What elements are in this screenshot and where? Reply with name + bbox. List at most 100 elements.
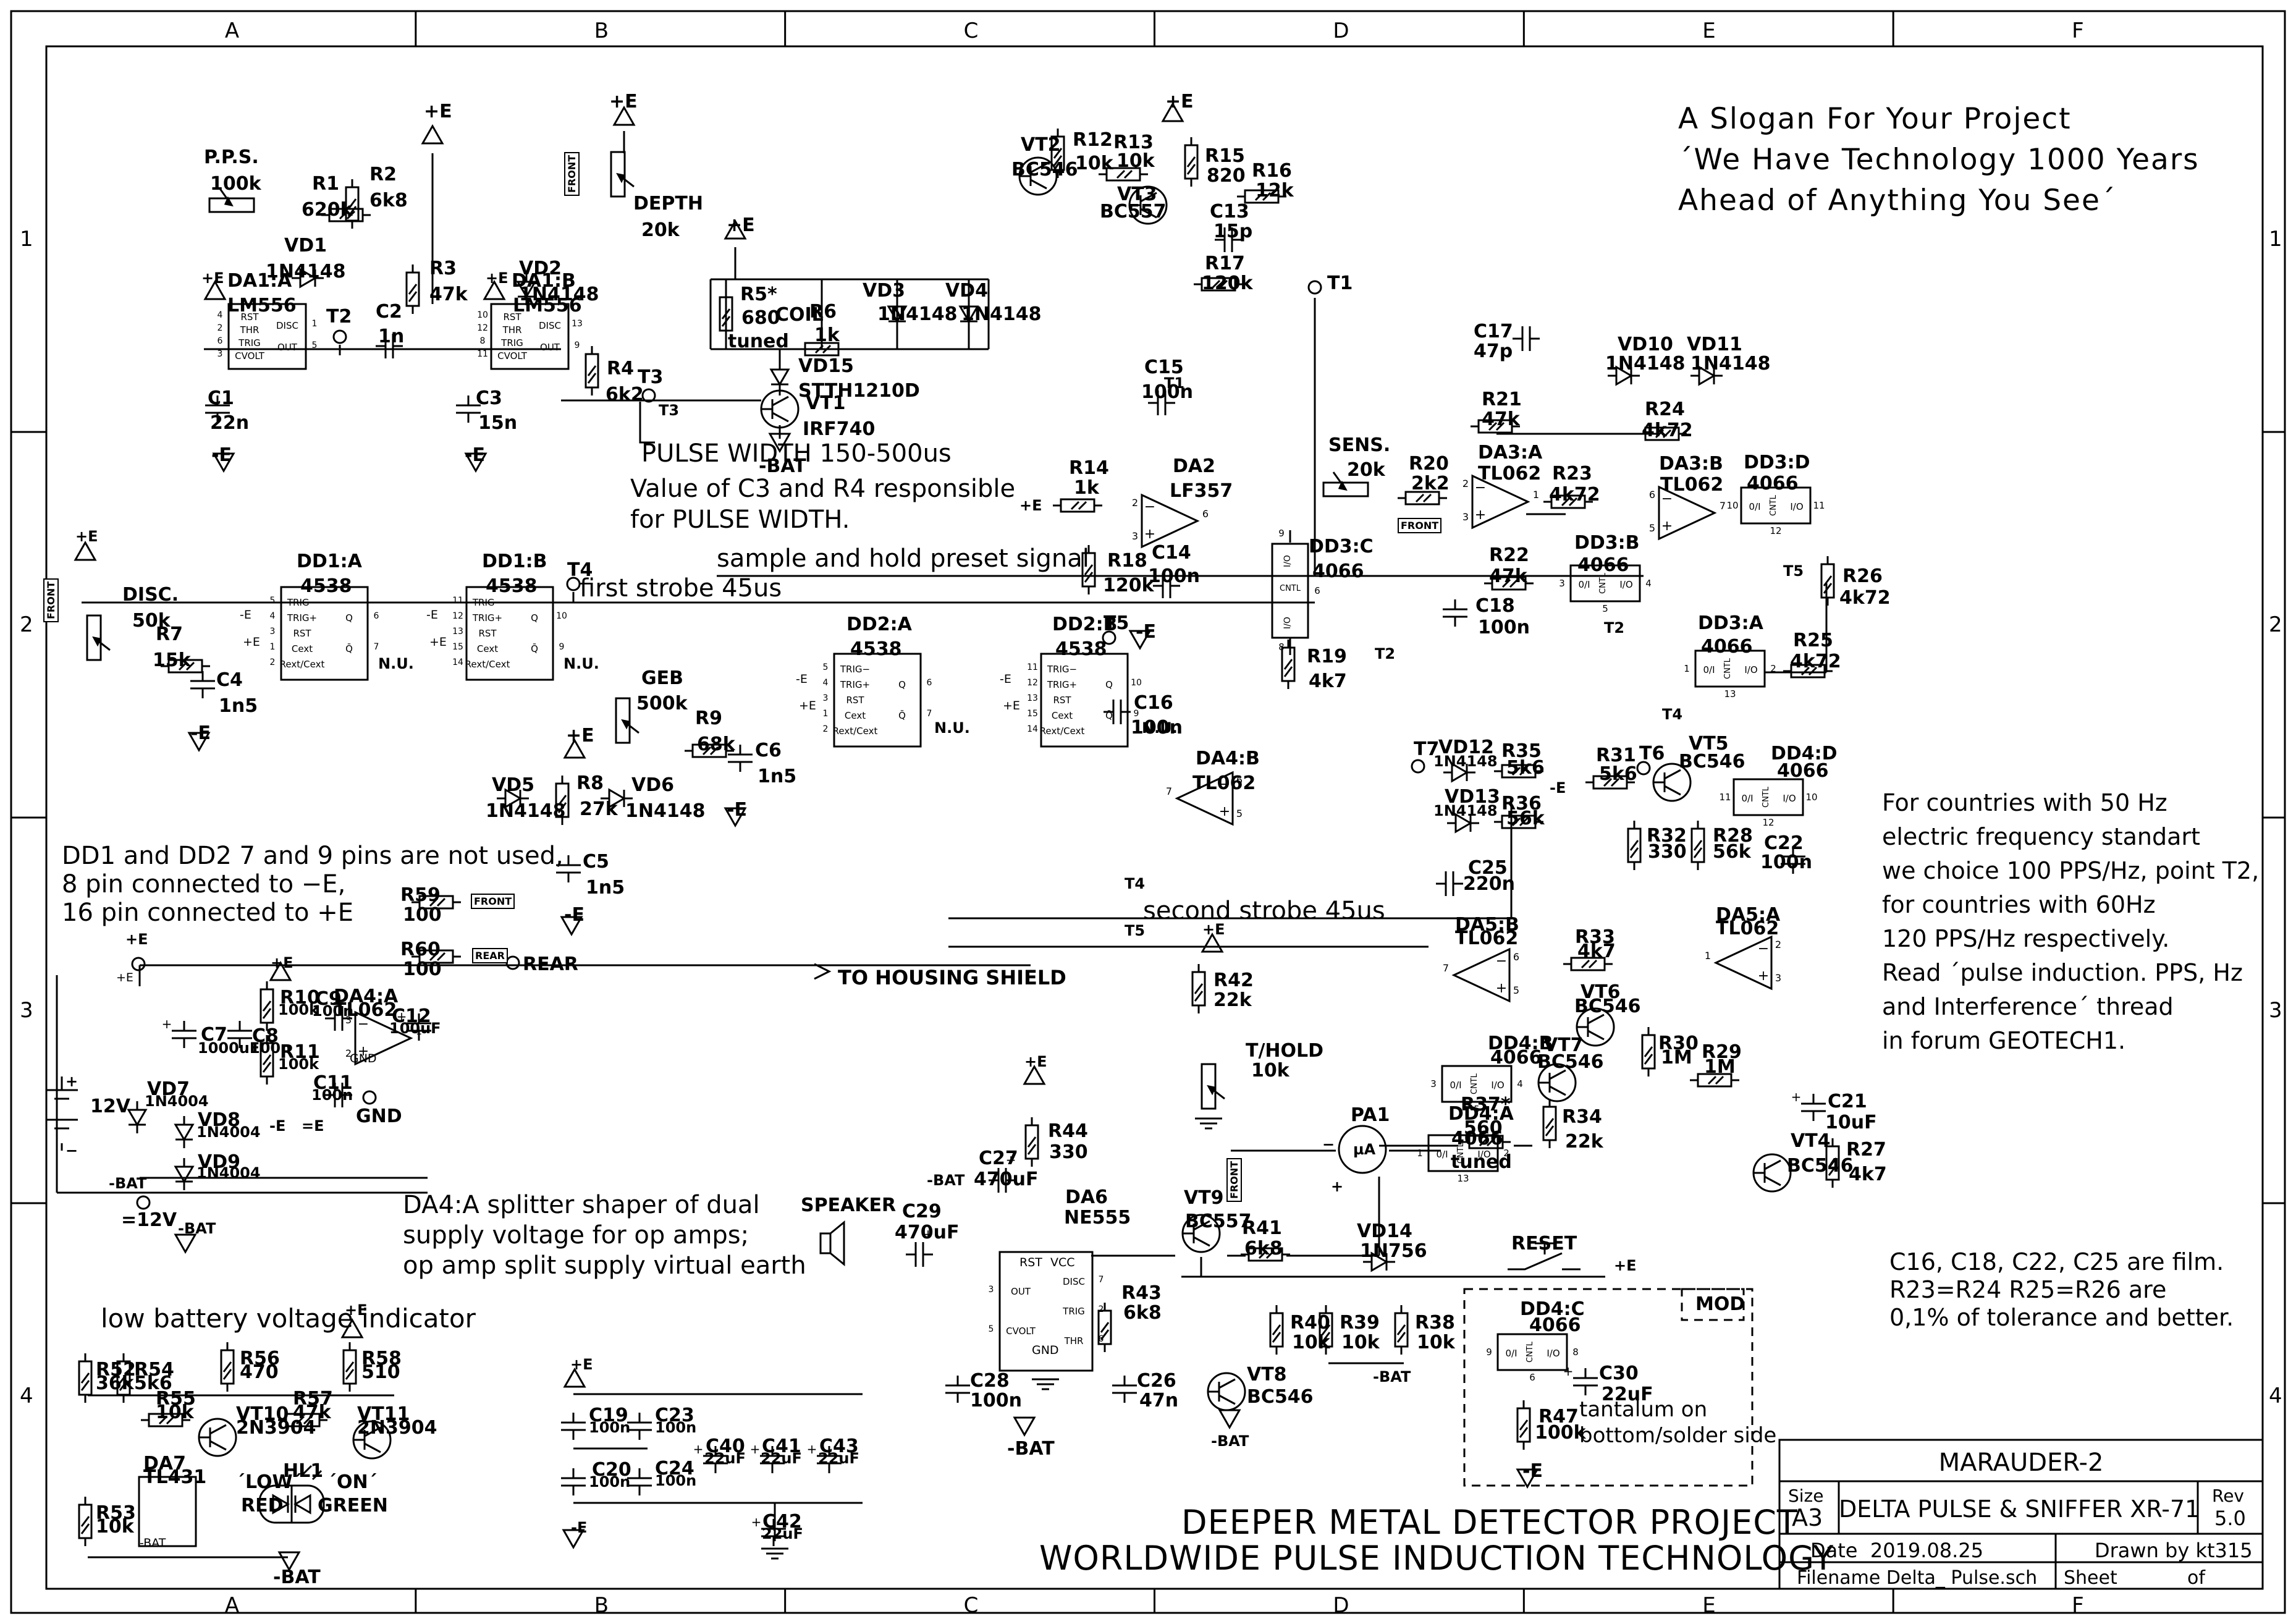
- svg-text:9: 9: [559, 642, 565, 652]
- component-label: 100n: [311, 1086, 353, 1104]
- component-label: 4k7: [1309, 670, 1347, 692]
- svg-text:TRIG−: TRIG−: [472, 597, 502, 608]
- component-label: +E: [609, 91, 638, 112]
- zone-row-2: 2: [20, 612, 33, 637]
- potentiometer: [610, 151, 626, 198]
- svg-text:I/O: I/O: [1783, 793, 1796, 804]
- component-label: 1N4148: [1690, 353, 1771, 374]
- component-label: 47k: [1482, 408, 1520, 430]
- annotation-note-5: second strobe 45us: [1143, 897, 1385, 925]
- svg-text:RST: RST: [293, 628, 311, 639]
- component-label: DA6: [1065, 1186, 1108, 1208]
- component-label: R53: [96, 1502, 136, 1524]
- svg-text:TRIG+: TRIG+: [472, 612, 502, 624]
- component-label: 10k: [1292, 1332, 1330, 1353]
- component-label: 330: [1648, 841, 1687, 863]
- svg-text:10: 10: [1805, 792, 1817, 803]
- switch-box: [1496, 1333, 1568, 1371]
- svg-text:+: +: [358, 1044, 369, 1059]
- ic-box: [998, 1251, 1094, 1372]
- title-block-rev-label: Rev: [2212, 1486, 2244, 1506]
- component-label: 1k: [1074, 477, 1099, 499]
- component-label: NE555: [1064, 1207, 1131, 1229]
- svg-text:+: +: [162, 1017, 172, 1031]
- svg-text:+: +: [750, 1442, 761, 1457]
- component-label: -E: [1522, 1460, 1543, 1482]
- svg-text:2: 2: [270, 658, 276, 667]
- component-label: VD9: [198, 1151, 240, 1173]
- component-label: VT9: [1184, 1187, 1224, 1209]
- component-label: R36: [1501, 793, 1542, 814]
- component-label: R34: [1562, 1106, 1602, 1128]
- component-label: N.U.: [378, 655, 414, 672]
- component-label: C14: [1152, 542, 1191, 564]
- component-label: 100k: [278, 1001, 319, 1018]
- component-label: 10uF: [1825, 1112, 1877, 1133]
- zone-row-1-right: 1: [2269, 227, 2282, 252]
- svg-text:Rext/Cext: Rext/Cext: [1040, 725, 1085, 737]
- power-down-symbol: [560, 916, 583, 937]
- svg-text:7: 7: [1720, 500, 1726, 512]
- svg-text:2: 2: [1503, 1148, 1509, 1159]
- title-block-size-label: Size: [1788, 1486, 1824, 1506]
- component-label: 1N4148: [519, 284, 599, 305]
- power-up-symbol: [203, 279, 227, 300]
- component-label: 1M: [1704, 1056, 1736, 1078]
- svg-text:5: 5: [270, 596, 276, 606]
- svg-text:11: 11: [1027, 662, 1038, 672]
- annotation-note-6: DD1 and DD2 7 and 9 pins are not used, 8…: [62, 842, 563, 927]
- component-label: -E: [190, 722, 211, 744]
- svg-text:CNTL: CNTL: [1723, 658, 1733, 679]
- component-label: R28: [1713, 825, 1753, 847]
- svg-text:RST: RST: [1053, 695, 1071, 706]
- component-label: 10k: [1251, 1060, 1289, 1081]
- svg-text:TRIG+: TRIG+: [840, 679, 870, 690]
- title-block-sheet-label: Sheet: [2064, 1567, 2117, 1589]
- component-label: 6k8: [369, 190, 408, 211]
- component-label: R6: [809, 301, 837, 323]
- component-label: MOD: [1695, 1293, 1745, 1315]
- component-label: 120k: [1103, 575, 1154, 596]
- svg-text:4: 4: [1517, 1078, 1523, 1089]
- svg-text:1: 1: [1684, 663, 1690, 674]
- component-label: GND: [1032, 1343, 1059, 1357]
- component-label: +E: [1019, 497, 1042, 514]
- zone-col-A-bottom: A: [224, 1593, 240, 1618]
- component-label: 47k: [1489, 565, 1527, 587]
- opamp: [1175, 771, 1234, 826]
- component-label: T5: [1125, 922, 1146, 939]
- svg-text:6: 6: [1513, 951, 1519, 963]
- component-label: DD3:B: [1574, 532, 1640, 554]
- component-label: 1N4004: [145, 1093, 209, 1110]
- zone-col-B-bottom: B: [594, 1593, 609, 1618]
- svg-text:Cext: Cext: [292, 643, 313, 654]
- title-block-size: A3: [1792, 1504, 1823, 1531]
- ic-box: [833, 653, 922, 748]
- power-up-symbol: [1023, 1064, 1046, 1085]
- component-label: 4k7: [1577, 941, 1616, 962]
- svg-text:5: 5: [1236, 808, 1243, 819]
- svg-text:2: 2: [1770, 663, 1776, 674]
- component-label: R55: [156, 1388, 196, 1410]
- switch-box: [1733, 778, 1804, 816]
- svg-text:+: +: [923, 1227, 934, 1241]
- component-label: ´LOW´: [236, 1471, 302, 1493]
- svg-text:15: 15: [1027, 709, 1038, 719]
- opamp: [1658, 485, 1717, 541]
- component-label: R3: [429, 258, 457, 279]
- ic-box: [490, 303, 570, 370]
- component-label: 10k: [1116, 150, 1155, 172]
- component-label: T2: [1604, 619, 1625, 636]
- terminal: [131, 957, 146, 971]
- component-label: 2N3904: [236, 1417, 316, 1439]
- component-label: 100: [403, 904, 442, 926]
- zone-row-3: 3: [20, 998, 33, 1023]
- component-label: 1N4148: [1433, 753, 1498, 770]
- component-label: R57: [293, 1388, 333, 1410]
- power-up-symbol: [74, 540, 97, 561]
- svg-text:6: 6: [1649, 489, 1655, 501]
- component-label: DD4:C: [1520, 1298, 1585, 1320]
- component-label: +E: [727, 214, 755, 236]
- svg-text:1: 1: [1533, 489, 1539, 501]
- component-label: DA5:A: [1716, 904, 1781, 926]
